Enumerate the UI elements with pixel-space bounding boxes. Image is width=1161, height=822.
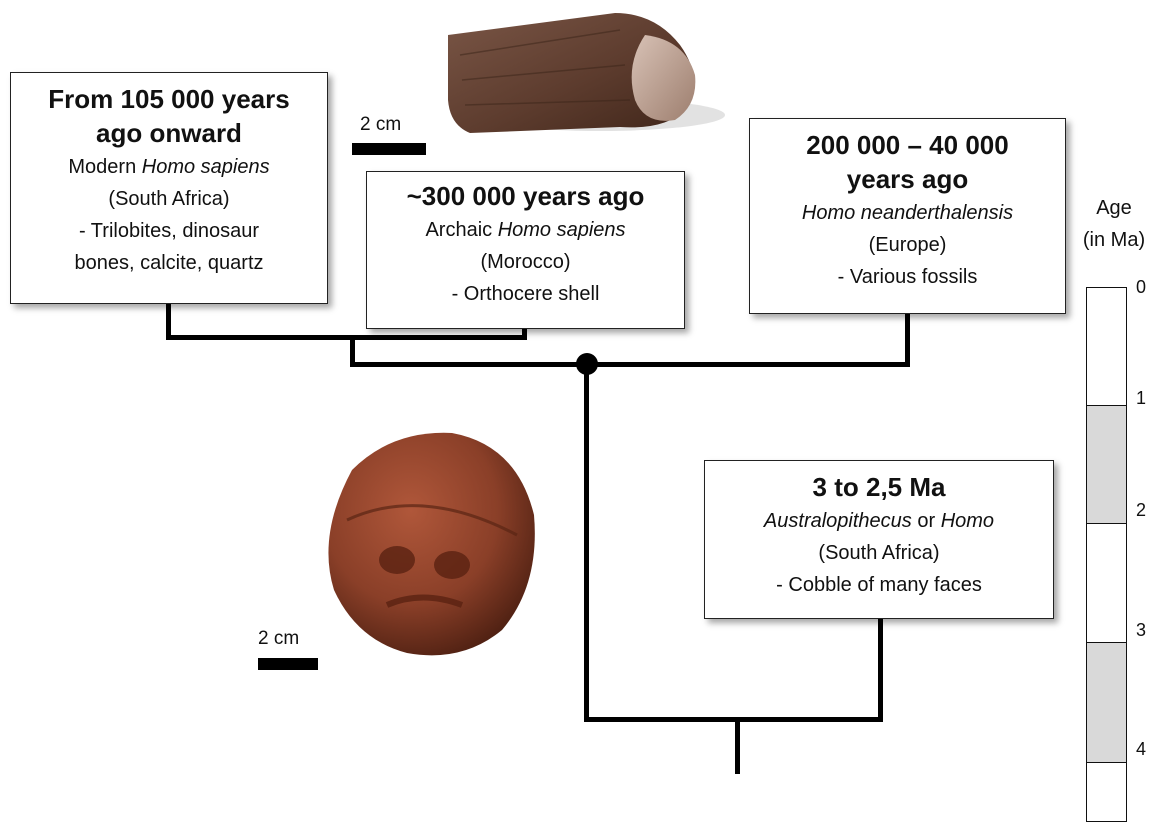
age-axis-title-line1: Age [1072,192,1156,224]
box-modern-items-1: - Trilobites, dinosaur [11,215,327,247]
branch-neanderthal-vertical [905,314,910,367]
box-australopithecus-genus-1: Australopithecus [764,510,912,532]
age-tick-3: 3 [1136,620,1146,641]
box-australopithecus-or: or [912,510,941,532]
box-modern-items-2: bones, calcite, quartz [11,247,327,279]
age-tick-2: 2 [1136,500,1146,521]
box-archaic-line1-pre: Archaic [425,219,497,241]
box-neanderthal-species: Homo neanderthalensis [802,202,1013,224]
box-australopithecus: 3 to 2,5 Ma Australopithecus or Homo (So… [704,460,1054,619]
branch-modern-archaic-horizontal [166,335,527,340]
box-archaic-items: - Orthocere shell [367,278,684,310]
age-segment-4-5 [1086,762,1127,822]
box-neanderthal-title: 200 000 – 40 000 years ago [750,129,1065,197]
box-modern-region: (South Africa) [11,183,327,215]
box-archaic-region: (Morocco) [367,246,684,278]
branch-root-vertical [735,720,740,774]
scale-bar-bottom [258,658,318,670]
box-modern-title: From 105 000 years ago onward [11,83,327,151]
box-neanderthal-items: - Various fossils [750,261,1065,293]
age-tick-0: 0 [1136,277,1146,298]
age-tick-1: 1 [1136,388,1146,409]
age-axis-title: Age (in Ma) [1072,192,1156,256]
box-archaic-species: Homo sapiens [498,219,626,241]
box-archaic-title: ~300 000 years ago [367,180,684,214]
box-australopithecus-items: - Cobble of many faces [705,569,1053,601]
box-modern-line1-pre: Modern [68,156,141,178]
box-modern-species: Homo sapiens [142,156,270,178]
box-australopithecus-title: 3 to 2,5 Ma [705,471,1053,505]
age-tick-4: 4 [1136,739,1146,760]
scale-label-top: 2 cm [360,114,401,136]
box-modern-homo-sapiens: From 105 000 years ago onward Modern Hom… [10,72,328,304]
branch-archaic-vertical [522,328,527,340]
cobble-of-many-faces-image [312,425,542,665]
node-dot [576,353,598,375]
age-segment-1-2 [1086,405,1127,525]
box-neanderthal-region: (Europe) [750,229,1065,261]
scale-bar-top [352,143,426,155]
orthocere-shell-image [440,5,730,145]
box-archaic-homo-sapiens: ~300 000 years ago Archaic Homo sapiens … [366,171,685,329]
age-axis-title-line2: (in Ma) [1072,224,1156,256]
box-australopithecus-genus-2: Homo [941,510,994,532]
box-neanderthal: 200 000 – 40 000 years ago Homo neandert… [749,118,1066,314]
box-australopithecus-region: (South Africa) [705,537,1053,569]
branch-lower-horizontal [584,717,883,722]
branch-main-horizontal [350,362,910,367]
age-segment-2-3 [1086,523,1127,644]
branch-trunk-vertical [584,364,589,722]
branch-australopithecus-vertical [878,618,883,722]
age-segment-3-4 [1086,642,1127,764]
age-segment-0-1 [1086,287,1127,407]
scale-label-bottom: 2 cm [258,628,299,650]
